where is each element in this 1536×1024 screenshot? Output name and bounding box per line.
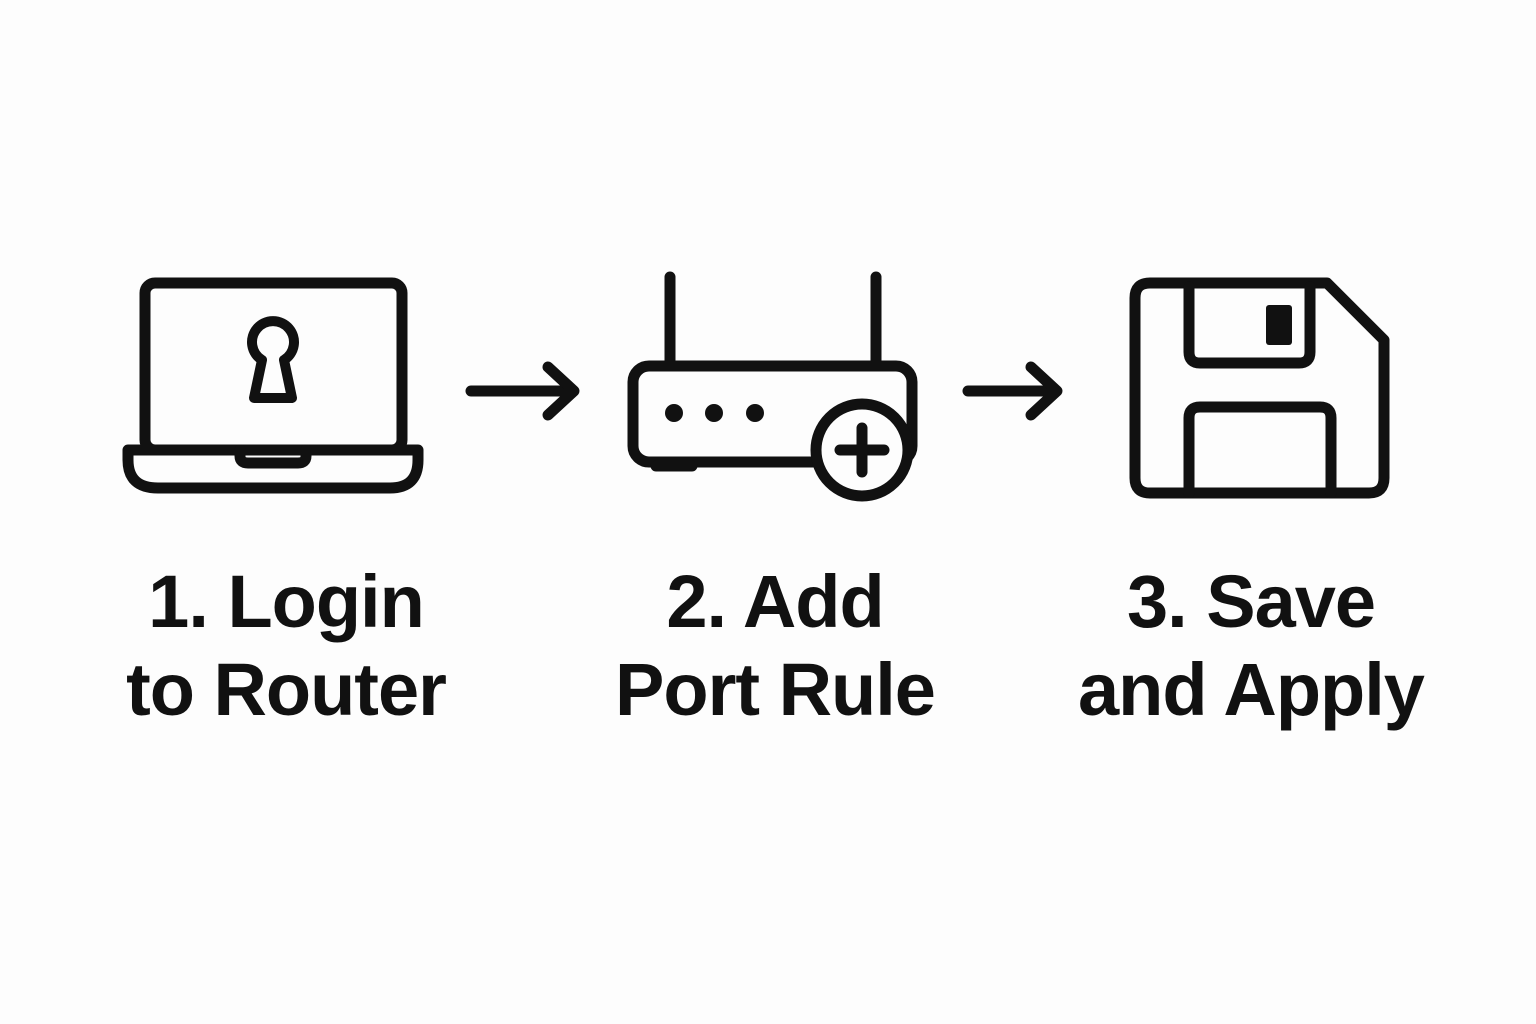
arrow-right-icon — [962, 361, 1063, 421]
step-3-label-line-2: and Apply — [1078, 648, 1425, 731]
router-add-icon — [627, 271, 918, 502]
step-2-label: 2. Add Port Rule — [565, 558, 985, 734]
step-1-label-line-2: to Router — [126, 648, 447, 731]
step-3-label: 3. Save and Apply — [1041, 558, 1461, 734]
step-1-label: 1. Login to Router — [76, 558, 496, 734]
step-3-label-line-1: 3. Save — [1126, 560, 1376, 643]
keyhole-icon — [247, 316, 299, 403]
add-circle-icon — [810, 398, 914, 502]
step-2-label-line-2: Port Rule — [615, 648, 936, 731]
arrow-right-icon — [465, 361, 580, 421]
step-1-label-line-1: 1. Login — [148, 560, 425, 643]
floppy-save-icon — [1129, 277, 1390, 499]
laptop-lock-icon — [122, 277, 424, 494]
step-2-label-line-1: 2. Add — [666, 560, 884, 643]
